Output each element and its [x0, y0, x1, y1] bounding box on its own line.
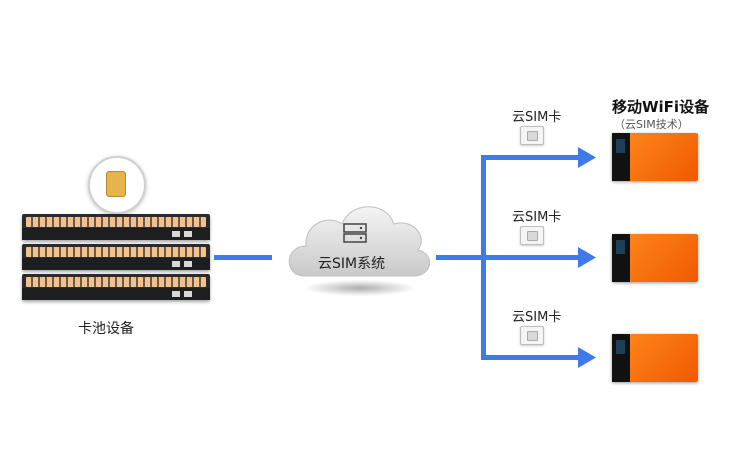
sim-magnifier-bubble — [88, 156, 146, 214]
sim-pool-unit-2 — [22, 244, 210, 270]
arrow-right-icon — [578, 347, 596, 368]
cloud-label: 云SIM系统 — [318, 256, 386, 272]
sim-label-1: 云SIM卡 — [512, 110, 562, 125]
sim-pool-unit-1 — [22, 214, 210, 240]
branch-trunk — [481, 155, 486, 360]
wifi-title: 移动WiFi设备 — [612, 98, 710, 116]
arrow-right-icon — [578, 147, 596, 168]
server-icon — [343, 223, 367, 243]
connector-cloud-hub — [436, 255, 486, 260]
sim-label-3: 云SIM卡 — [512, 310, 562, 325]
cloud-icon — [288, 206, 430, 296]
sim-card-icon — [520, 126, 544, 145]
sim-card-icon — [520, 326, 544, 345]
wifi-device-1 — [612, 133, 698, 181]
sim-label-2: 云SIM卡 — [512, 210, 562, 225]
arrow-right-icon — [578, 247, 596, 268]
wifi-subtitle: （云SIM技术） — [614, 118, 689, 131]
wifi-device-2 — [612, 234, 698, 282]
sim-pool-unit-3 — [22, 274, 210, 300]
branch-bottom — [481, 355, 581, 360]
branch-top — [481, 155, 581, 160]
sim-card-icon — [520, 226, 544, 245]
connector-pool-cloud — [214, 255, 272, 260]
sim-chip-icon — [106, 171, 126, 197]
branch-middle — [486, 255, 581, 260]
pool-label: 卡池设备 — [78, 321, 134, 337]
wifi-device-3 — [612, 334, 698, 382]
